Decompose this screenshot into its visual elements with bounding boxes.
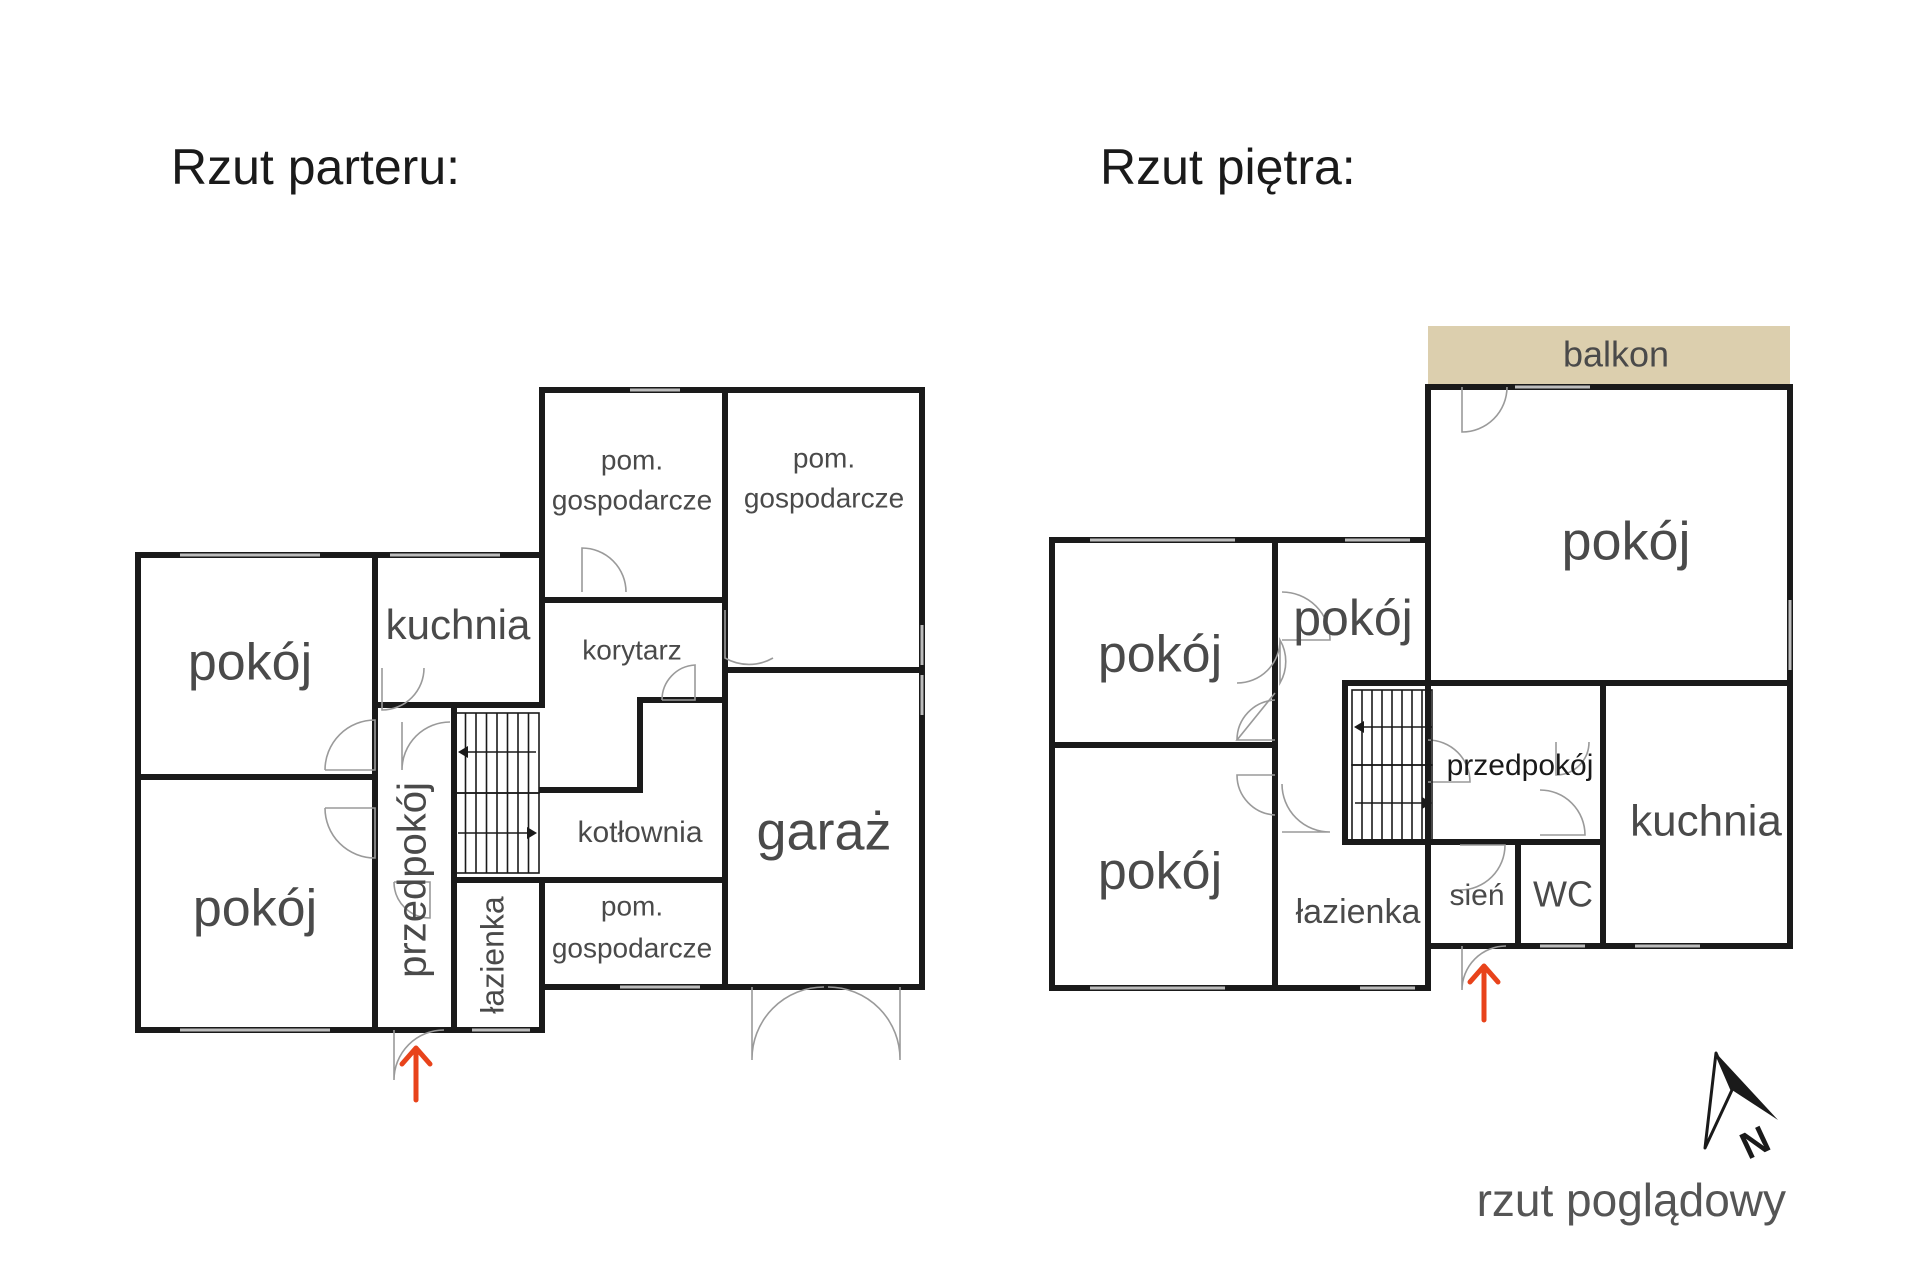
room-label: gospodarcze (552, 932, 712, 963)
overview-note: rzut poglądowy (1477, 1174, 1786, 1226)
upper-floor-windows (1090, 385, 1792, 990)
room-label: pom. (601, 890, 663, 921)
north-compass: N (1703, 1051, 1778, 1168)
room-label: łazienka (474, 896, 510, 1014)
room-label: korytarz (582, 634, 682, 665)
room-label: gospodarcze (552, 484, 712, 515)
room-label: pokój (1293, 590, 1413, 646)
upper-floor-entry-arrow (1467, 963, 1501, 1023)
room-label: pokój (188, 634, 312, 692)
compass-arrow-icon (1716, 1053, 1778, 1120)
room-label: garaż (756, 801, 891, 861)
room-label: gospodarcze (744, 482, 904, 513)
ground-floor-plan: pokój pokój kuchnia przedpokój łazienka … (135, 387, 925, 1103)
ground-floor-doors (324, 547, 901, 1081)
room-label: kuchnia (386, 601, 531, 648)
room-label: WC (1533, 874, 1593, 915)
compass-north-label: N (1734, 1118, 1777, 1168)
upper-floor-doors (1235, 386, 1590, 991)
room-label: przedpokój (1447, 749, 1594, 782)
balcony (1428, 326, 1790, 384)
ground-floor-heading: Rzut parteru: (171, 139, 460, 195)
room-label: przedpokój (391, 782, 435, 978)
upper-floor-plan: balkon (1049, 326, 1793, 1023)
room-label: łazienka (1296, 893, 1421, 931)
room-label: kotłownia (577, 816, 702, 849)
room-label: pokój (1561, 511, 1690, 571)
ground-floor-stairs (454, 712, 540, 874)
room-label: pom. (793, 442, 855, 473)
balcony-label: balkon (1563, 334, 1669, 375)
upper-floor-stairs (1351, 689, 1433, 841)
ground-floor-entry-arrow (399, 1045, 433, 1103)
room-label: sień (1449, 879, 1504, 912)
room-label: pokój (193, 880, 317, 938)
room-label: pokój (1098, 626, 1222, 684)
ground-floor-windows (180, 388, 924, 1032)
room-label: pom. (601, 444, 663, 475)
upper-floor-heading: Rzut piętra: (1100, 139, 1356, 195)
room-label: kuchnia (1630, 797, 1782, 846)
room-label: pokój (1098, 843, 1222, 901)
